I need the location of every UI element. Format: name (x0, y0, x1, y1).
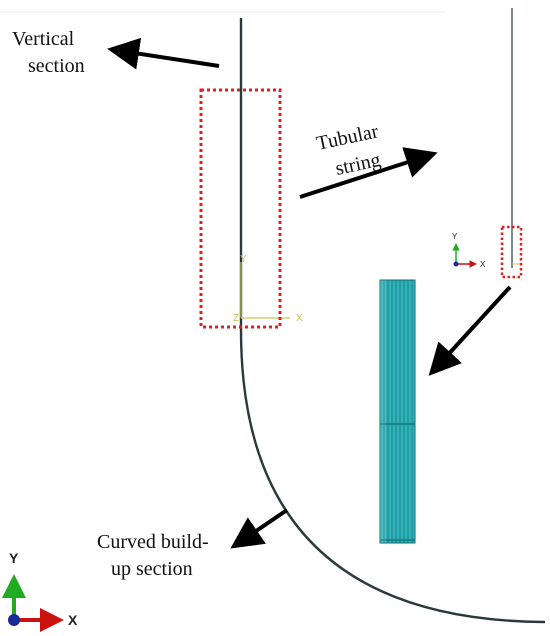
main-axis-y-label: Y (240, 254, 247, 265)
curved-section-arrow (230, 508, 289, 549)
main-triad-y-label: Y (9, 550, 19, 566)
main-triad-x-label: X (68, 612, 78, 628)
curved-section-label-line1: Curved build- (97, 531, 209, 553)
tubular-3d-segment (379, 279, 416, 544)
vertical-section-callout-box (199, 88, 282, 329)
curved-section-label-line2: up section (111, 558, 193, 580)
vertical-section-label-line1: Vertical (12, 28, 75, 50)
tubular-string-arrow (299, 147, 438, 199)
tubular-string-label-line2: string (333, 149, 382, 180)
main-axis-triad: X Y (1, 550, 78, 632)
main-axis-z-label: Z (233, 313, 239, 324)
main-axis-x-label: X (296, 313, 303, 324)
inset-triad-x-label: X (480, 260, 486, 269)
inset-axis-triad: X Y (452, 232, 486, 269)
vertical-section-label-line2: section (28, 55, 85, 77)
wellbore-string-line (239, 18, 546, 624)
main-local-axis: X Y Z (233, 254, 303, 324)
tube-detail-arrow (428, 285, 512, 376)
inset-triad-y-label: Y (452, 232, 458, 241)
vertical-section-arrow (107, 37, 220, 70)
